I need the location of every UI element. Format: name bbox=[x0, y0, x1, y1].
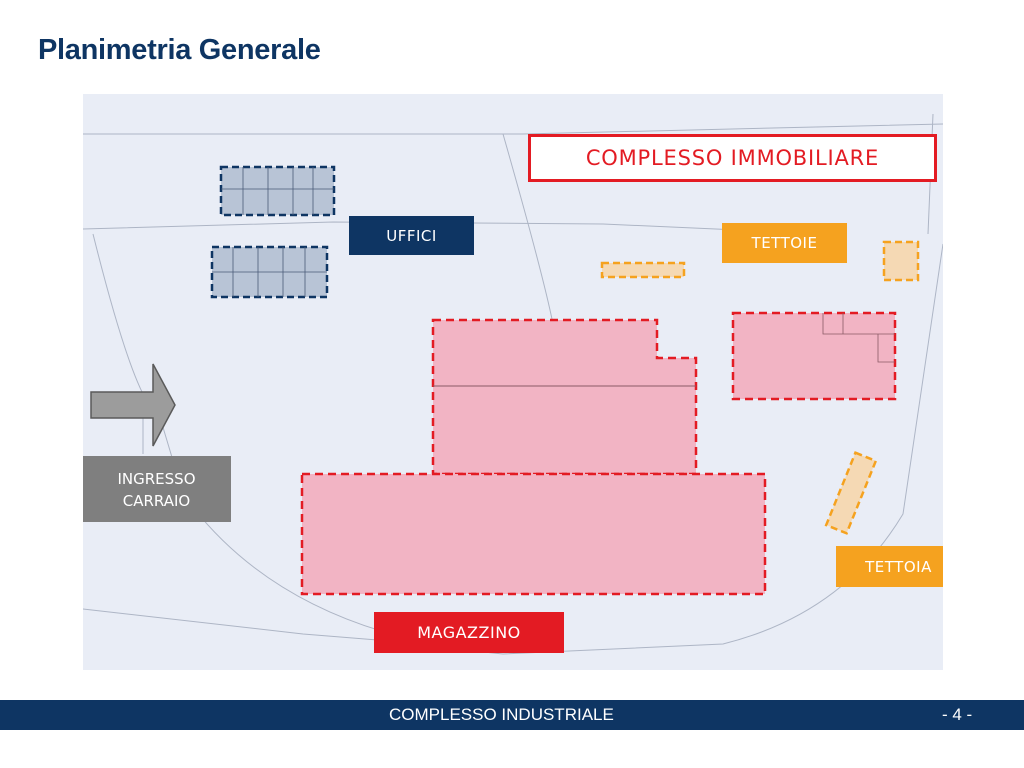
footer-title: COMPLESSO INDUSTRIALE bbox=[389, 705, 614, 724]
footer-bar bbox=[0, 700, 1024, 730]
uffici-label: UFFICI bbox=[349, 216, 474, 255]
page-title: Planimetria Generale bbox=[38, 34, 321, 66]
complesso-immobiliare-label: COMPLESSO IMMOBILIARE bbox=[528, 134, 937, 182]
page-number: - 4 - bbox=[942, 705, 973, 724]
tettoie-label: TETTOIE bbox=[722, 223, 847, 263]
site-plan: UFFICI TETTOIE TETTOIA MAGAZZINO INGRESS… bbox=[83, 94, 943, 670]
uffici-buildings bbox=[210, 165, 336, 299]
ingresso-label-line1: INGRESSO bbox=[117, 469, 196, 488]
magazzino-buildings bbox=[300, 311, 897, 596]
ingresso-carraio-label: INGRESSO CARRAIO bbox=[83, 456, 231, 522]
magazzino-label: MAGAZZINO bbox=[374, 612, 564, 653]
tettoia-label: TETTOIA bbox=[836, 546, 943, 587]
entrance-arrow bbox=[90, 363, 176, 447]
site-plan-drawing bbox=[83, 113, 943, 655]
ingresso-label-line2: CARRAIO bbox=[122, 491, 191, 510]
tettoie-buildings bbox=[600, 240, 920, 535]
